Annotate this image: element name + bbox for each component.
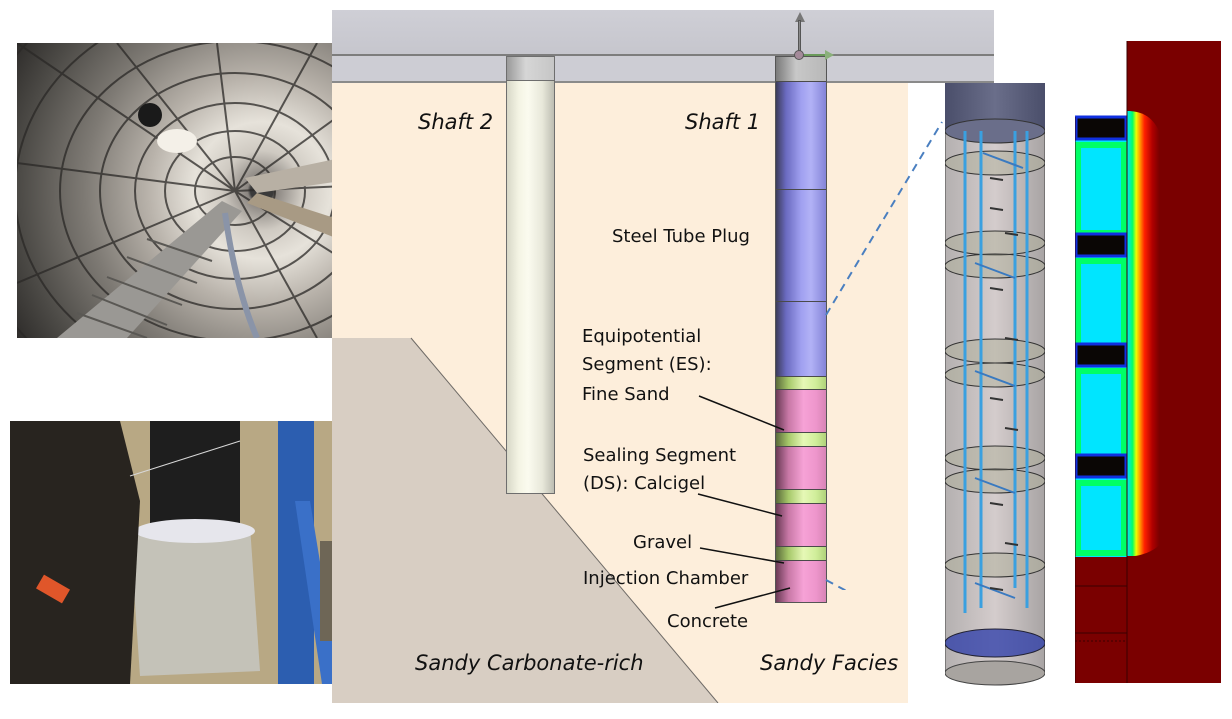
- sealing-band-3: [1075, 342, 1128, 368]
- gravel-label: Gravel: [633, 532, 693, 553]
- steel-tube-plug: [776, 82, 826, 190]
- sealing-band-1: [1075, 115, 1128, 141]
- surface-band: [332, 10, 994, 54]
- zoom-connector-lines: [825, 121, 943, 590]
- sealing-segment: [776, 447, 826, 490]
- injection-chamber-disc: [945, 628, 1045, 658]
- leader-concrete: [714, 587, 791, 609]
- equipotential-segment: [776, 547, 826, 561]
- shaft-2: [506, 56, 555, 494]
- heat-plume: [1127, 111, 1173, 556]
- steel-tube-plug: [776, 302, 826, 377]
- simulation-contour-plot: [1075, 41, 1221, 683]
- carbonate-rich-region: [332, 337, 719, 703]
- concrete-label: Concrete: [667, 611, 749, 632]
- equipotential-label-2: Segment (ES):: [582, 354, 712, 375]
- 3d-model-render: [945, 83, 1045, 686]
- top-disc: [945, 118, 1045, 144]
- shaft-2-cap: [506, 56, 555, 81]
- sandy-facies-label: Sandy Facies: [760, 651, 899, 675]
- equipotential-label-3: Fine Sand: [582, 384, 670, 405]
- sealing-segment: [776, 504, 826, 547]
- ground-line: [332, 54, 994, 56]
- shaft-1: [775, 56, 827, 603]
- shaft-2-label: Shaft 2: [418, 110, 494, 134]
- facies-boundary-line: [410, 337, 719, 703]
- sealing-label-2: (DS): Calcigel: [583, 473, 706, 494]
- zoom-line-bottom: [825, 579, 847, 590]
- equipotential-segment: [776, 490, 826, 504]
- axis-origin-icon: [794, 50, 804, 60]
- injection-chamber-label: Injection Chamber: [583, 568, 749, 589]
- surface-cap: [776, 57, 826, 82]
- bottom-disc: [945, 660, 1045, 686]
- axis-arrow-up-icon: [795, 12, 805, 22]
- zoom-line-top: [825, 121, 943, 316]
- topsoil-layer: [332, 56, 994, 83]
- sandy-carbonate-rich-label: Sandy Carbonate-rich: [415, 651, 644, 675]
- equipotential-segment: [776, 433, 826, 447]
- equipotential-segment: [776, 377, 826, 390]
- steel-tube-plug: [776, 190, 826, 302]
- axis-arrow-right-icon: [825, 50, 834, 60]
- sealing-band-4: [1075, 453, 1128, 479]
- inner-column: [1075, 117, 1127, 557]
- sealing-segment: [776, 561, 826, 602]
- steel-tube-plug-label: Steel Tube Plug: [612, 226, 750, 247]
- sealing-segment: [776, 390, 826, 433]
- leader-lines: [697, 395, 791, 609]
- equipotential-label-1: Equipotential: [582, 326, 702, 347]
- leader-sealing: [697, 493, 783, 517]
- sealing-label-1: Sealing Segment: [583, 445, 737, 466]
- leader-gravel: [699, 547, 785, 564]
- carbonate-wedge: [332, 338, 718, 703]
- shaft-1-label: Shaft 1: [685, 110, 761, 134]
- leader-equipotential: [698, 395, 785, 431]
- shaft-schematic: Shaft 2 Shaft 1 Steel Tube Plug Equipote…: [332, 10, 994, 703]
- sealing-band-2: [1075, 232, 1128, 258]
- axis-x-line: [804, 54, 828, 56]
